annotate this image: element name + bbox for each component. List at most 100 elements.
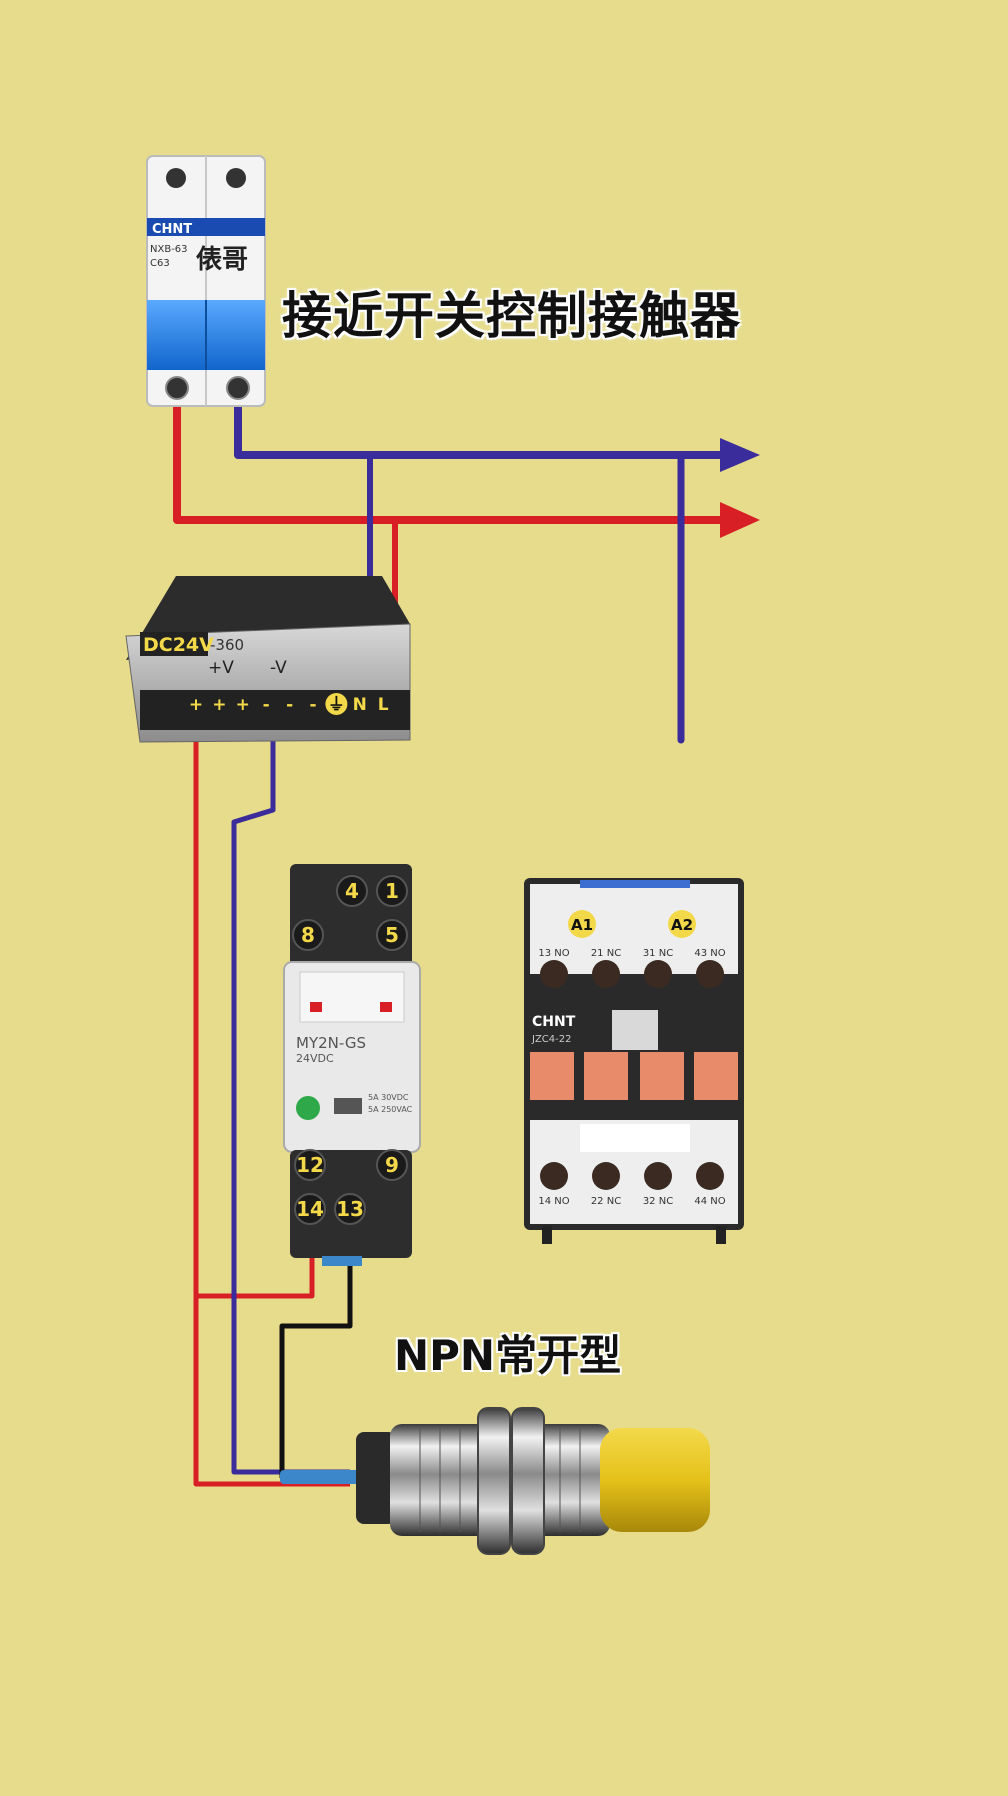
breaker-screw-bottom-right	[226, 376, 250, 400]
relay-voltage: 24VDC	[296, 1052, 334, 1065]
relay-top-terminals: 4 1 8 5	[292, 875, 408, 951]
contactor-foot-left	[542, 1226, 552, 1244]
relay-terminal-label: 9	[385, 1153, 399, 1177]
neutral-bus-arrow	[720, 438, 760, 472]
live-bus-line	[173, 386, 724, 524]
breaker-rating: C63	[150, 258, 170, 269]
relay-terminal-label: 8	[301, 923, 315, 947]
dc-negative-wire	[231, 726, 350, 1475]
contactor-bottom-terminal: 14 NO	[538, 1162, 570, 1207]
psu-terminal-label: +	[212, 695, 226, 715]
psu-terminal-4: -	[263, 695, 270, 715]
psu-pos-label: +V	[208, 658, 234, 678]
relay-terminal-5: 5	[376, 919, 408, 951]
relay-terminal-1: 1	[376, 875, 408, 907]
psu-model: -360	[210, 636, 244, 654]
coil-a2-badge: A2	[668, 910, 696, 938]
relay-indicator-led	[296, 1096, 320, 1120]
breaker-model: NXB-63	[150, 244, 188, 255]
relay-terminal-12: 12	[294, 1149, 326, 1181]
relay-model: MY2N-GS	[296, 1034, 366, 1052]
relay-bottom-terminals: 12 9 14 13	[294, 1149, 408, 1225]
contactor-top-label: 43 NO	[694, 948, 725, 959]
contactor-bottom-label: 22 NC	[591, 1196, 621, 1207]
contactor-model: JZC4-22	[531, 1034, 571, 1045]
psu-terminal-7: ⏚	[325, 693, 348, 715]
relay-terminal-13: 13	[334, 1193, 366, 1225]
contactor-top-terminal: 13 NO	[538, 948, 570, 988]
psu-terminal-label: N	[353, 695, 367, 715]
contactor-actuator-left	[530, 1052, 574, 1100]
neutral-bus-line	[234, 386, 724, 459]
contactor-bottom-label: 44 NO	[694, 1196, 725, 1207]
contactor: CHNT JZC4-22 13 NO 21 NC 31 NC 43 NO 14 NO 2…	[524, 878, 744, 1244]
contactor-top-label: 31 NC	[643, 948, 673, 959]
sensor-type-label: NPN常开型	[394, 1331, 622, 1380]
contactor-actuator-right	[694, 1052, 738, 1100]
psu-terminal-1: +	[189, 695, 203, 715]
breaker-brand: CHNT	[152, 222, 192, 237]
psu-terminal-6: -	[309, 695, 316, 715]
relay-terminal-label: 1	[385, 879, 399, 903]
coil-a1-badge: A1	[568, 910, 596, 938]
psu-neg-label: -V	[270, 658, 287, 678]
contactor-top-label: 21 NC	[591, 948, 621, 959]
contactor-top-terminal: 31 NC	[643, 948, 673, 988]
sensor-lock-nut-right	[511, 1407, 545, 1555]
relay: MY2N-GS 24VDC 5A 30VDC 5A 250VAC 4 1 8 5 12…	[283, 864, 421, 1266]
relay-rating-1: 5A 30VDC	[368, 1093, 409, 1102]
circuit-breaker: CHNT NXB-63 C63 俵哥	[146, 155, 266, 407]
relay-terminal-label: 5	[385, 923, 399, 947]
relay-terminal-8: 8	[292, 919, 324, 951]
contactor-top-terminal: 21 NC	[591, 948, 621, 988]
relay-terminal-4: 4	[336, 875, 368, 907]
sensor-sensing-face	[600, 1428, 710, 1532]
contactor-actuator-center-left	[584, 1052, 628, 1100]
contactor-top-label: 13 NO	[538, 948, 569, 959]
psu-terminal-2: +	[212, 695, 226, 715]
relay-rating-2: 5A 250VAC	[368, 1105, 413, 1114]
contactor-bottom-terminals: 14 NO 22 NC 32 NC 44 NO	[538, 1162, 726, 1244]
relay-terminal-label: 14	[296, 1197, 324, 1221]
contactor-top-terminals: 13 NO 21 NC 31 NC 43 NO	[538, 948, 726, 988]
contactor-foot-right	[716, 1226, 726, 1244]
breaker-watermark: 俵哥	[196, 245, 248, 275]
psu-terminal-label: -	[286, 695, 293, 715]
relay-terminal-label: 4	[345, 879, 359, 903]
coil-a2-label: A2	[671, 916, 693, 934]
contactor-top-terminal: 43 NO	[694, 948, 726, 988]
breaker-brand-plate	[147, 218, 207, 236]
contactor-brand: CHNT	[532, 1014, 576, 1030]
coil-a1-label: A1	[571, 916, 593, 934]
psu-terminal-label: -	[309, 695, 316, 715]
contactor-bottom-terminal: 32 NC	[643, 1162, 673, 1207]
breaker-screw-top-left	[166, 168, 186, 188]
psu-terminal-5: -	[286, 695, 293, 715]
psu-terminal-3: +	[236, 695, 250, 715]
contactor-bottom-terminal: 44 NO	[694, 1162, 726, 1207]
psu-terminal-label: ⏚	[328, 695, 345, 715]
psu-terminal-8: N	[353, 695, 367, 715]
contactor-actuator-center-right	[640, 1052, 684, 1100]
psu-terminal-label: -	[263, 695, 270, 715]
diagram-title: 接近开关控制接触器	[282, 287, 741, 345]
contactor-bottom-terminal: 22 NC	[591, 1162, 621, 1207]
psu-terminal-label: +	[189, 695, 203, 715]
relay-terminal-14: 14	[294, 1193, 326, 1225]
relay-terminal-9: 9	[376, 1149, 408, 1181]
proximity-sensor	[356, 1407, 710, 1555]
sensor-lock-nut-left	[477, 1407, 511, 1555]
breaker-screw-bottom-left	[165, 376, 189, 400]
psu-terminal-label: +	[236, 695, 250, 715]
relay-terminal-label: 12	[296, 1153, 324, 1177]
sensor-signal-wire	[279, 1230, 353, 1478]
contactor-bottom-label: 14 NO	[538, 1196, 569, 1207]
relay-terminal-label: 13	[336, 1197, 364, 1221]
sensor-cable	[280, 1470, 360, 1484]
psu-voltage-label: DC24V	[143, 634, 214, 656]
psu-terminal-label: L	[378, 695, 389, 715]
breaker-screw-top-right	[226, 168, 246, 188]
